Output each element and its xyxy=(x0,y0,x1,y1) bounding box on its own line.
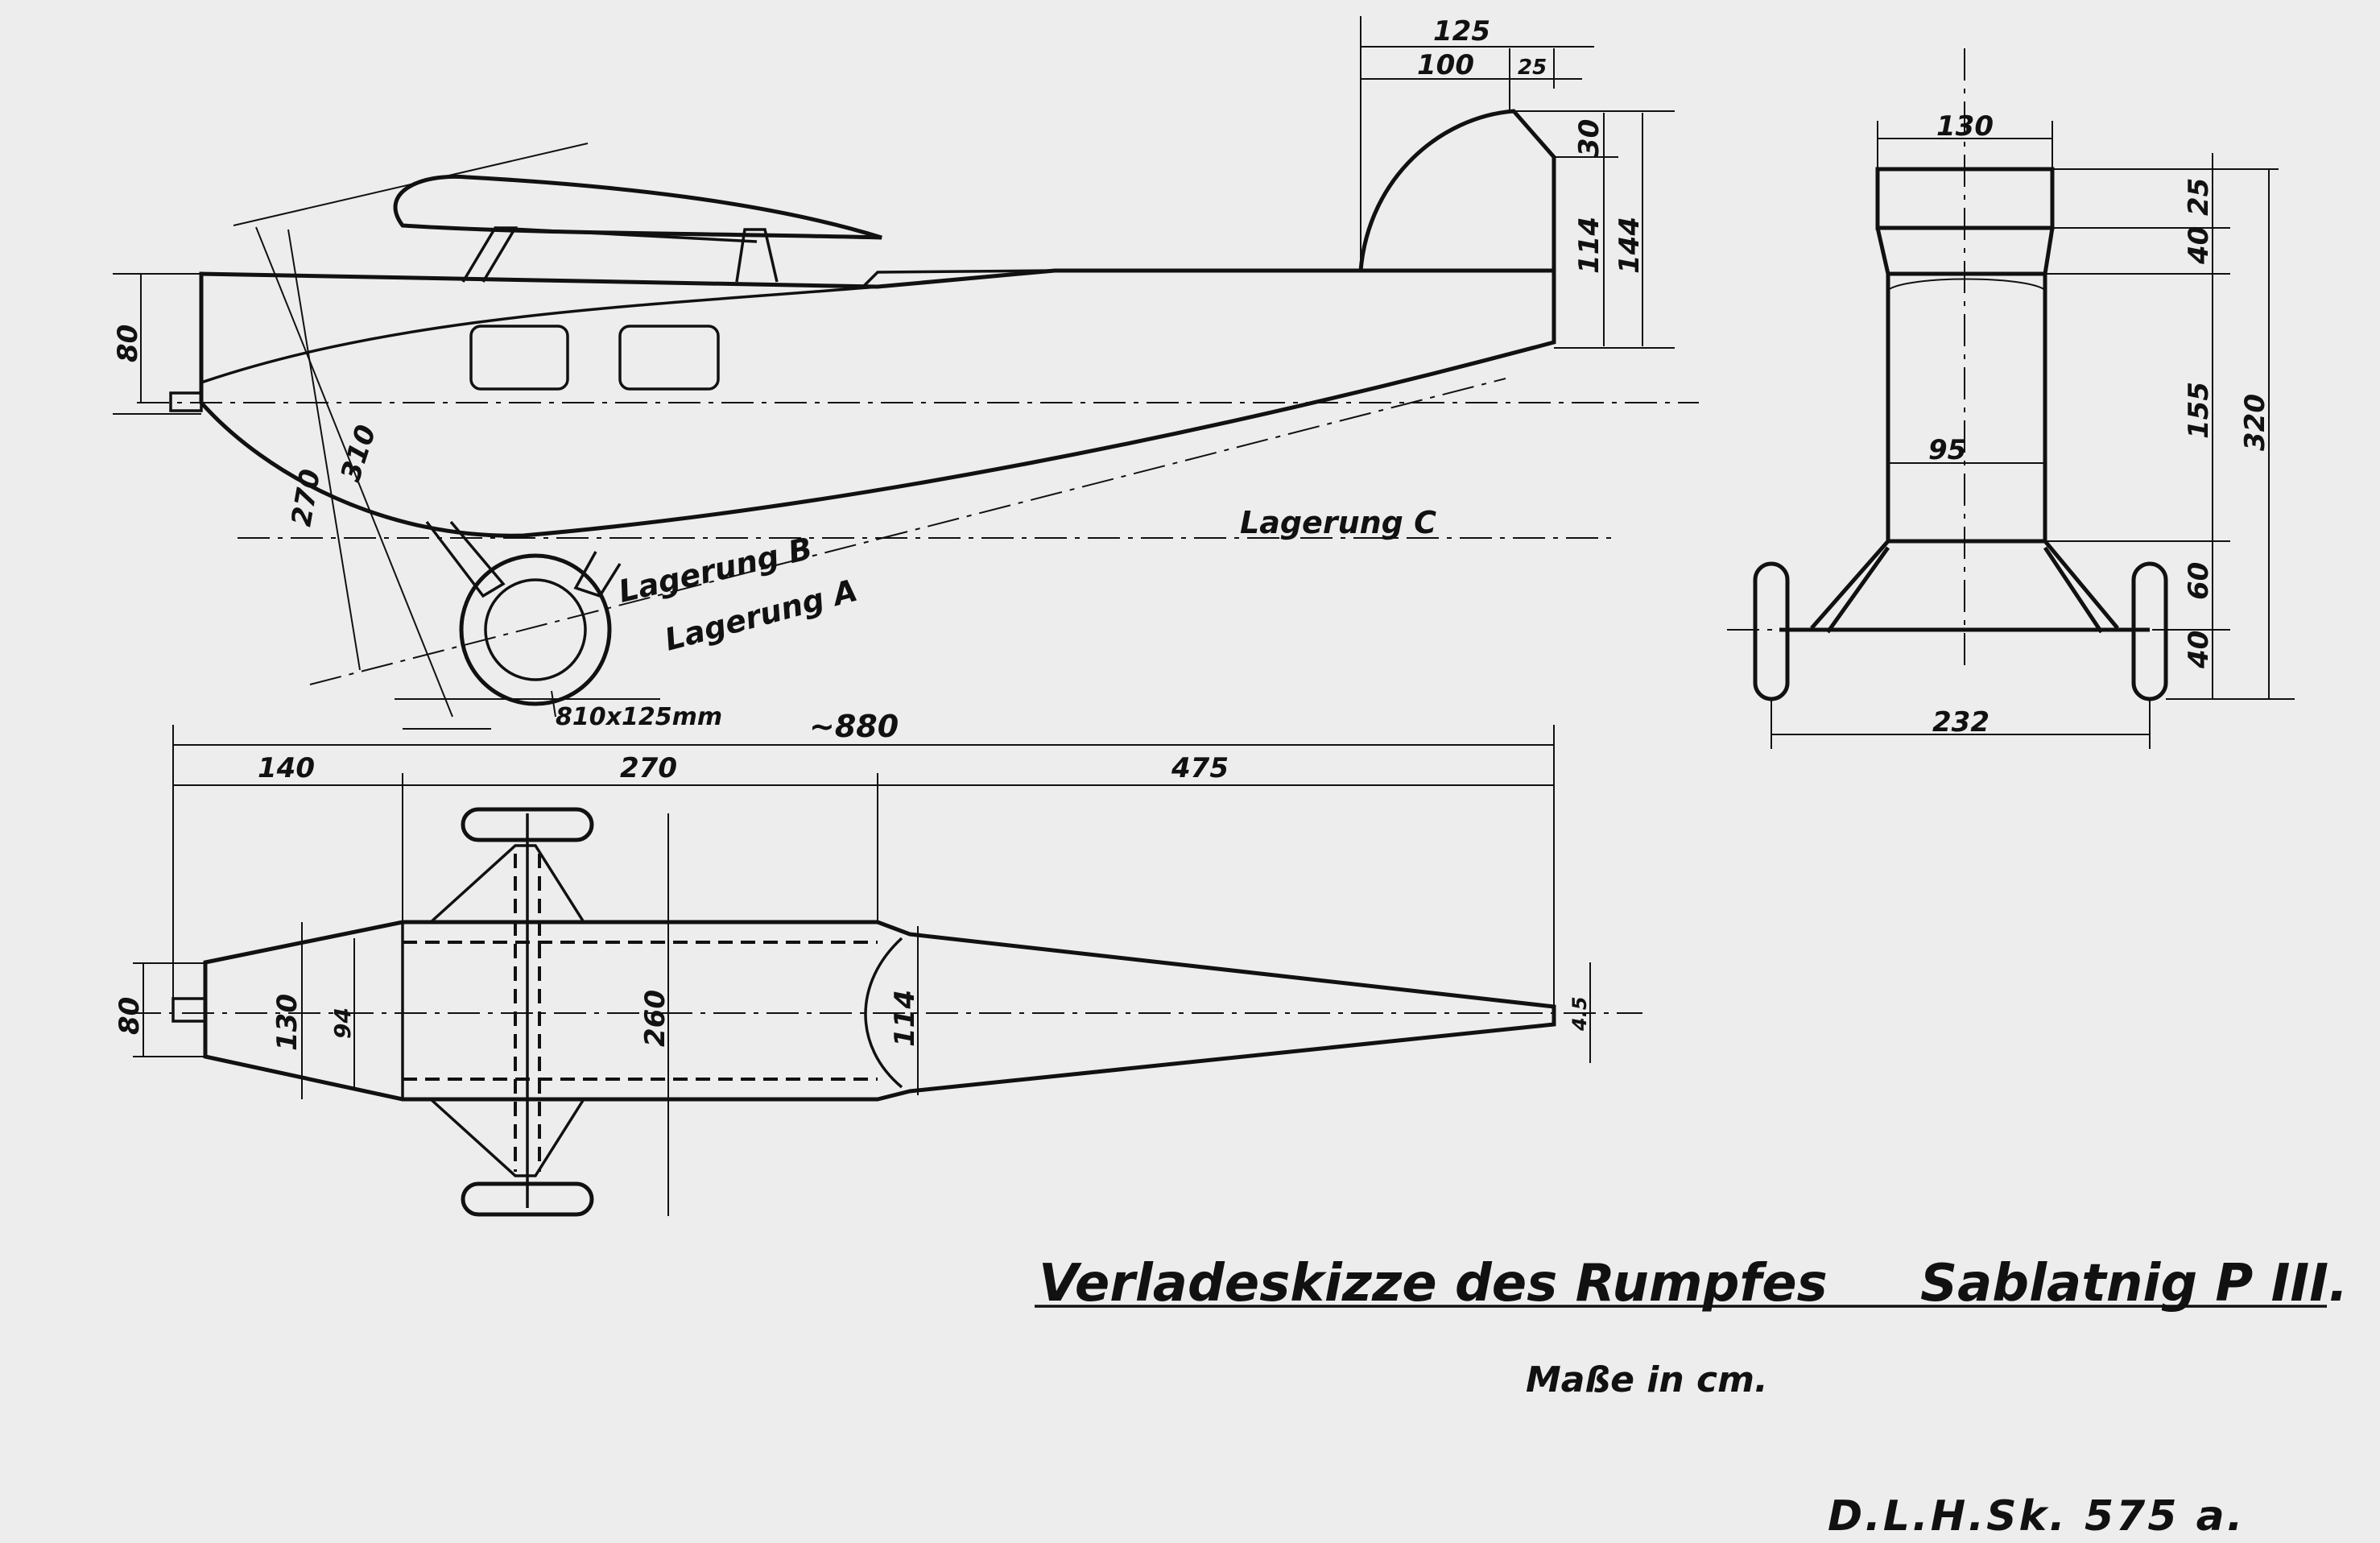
dim-310: 310 xyxy=(335,421,383,486)
line-lagerung-a xyxy=(309,378,1506,685)
dim-nose-height: 80 xyxy=(112,325,144,362)
drawing-number: D.L.H.Sk. 575 a. xyxy=(1828,1492,2245,1541)
dim-rear: 475 xyxy=(1171,752,1229,784)
units-note: Maße in cm. xyxy=(1526,1359,1768,1400)
dim-top-260: 260 xyxy=(639,990,671,1047)
aircraft-name: Sablatnig P III. xyxy=(1920,1254,2348,1313)
top-wheel-upper xyxy=(461,807,594,842)
dim-top-tail: 4.5 xyxy=(1568,996,1591,1032)
gear-struts xyxy=(425,520,622,598)
cabin-window-1 xyxy=(469,325,569,391)
dim-middle: 270 xyxy=(620,752,677,784)
dim-fin-125: 125 xyxy=(1433,15,1490,48)
cabane-strut-front xyxy=(461,226,519,283)
top-wheel-lower xyxy=(461,1181,594,1217)
dim-line-310 xyxy=(255,226,453,718)
dim-fin-30: 30 xyxy=(1573,119,1605,157)
dim-front-top-width: 130 xyxy=(1936,110,1994,143)
top-gear-struts xyxy=(429,844,585,1177)
dim-overall-length: ~880 xyxy=(809,709,899,744)
top-propeller-hub xyxy=(171,997,207,1023)
dim-tyre: 810x125mm xyxy=(556,703,722,731)
dim-front: 140 xyxy=(258,752,315,784)
dim-front-h25: 25 xyxy=(2183,178,2215,216)
wing-chord-line xyxy=(233,143,589,226)
wing-profile xyxy=(393,174,882,240)
dim-fin-144: 144 xyxy=(1614,217,1646,274)
front-view: 130 95 232 25 40 155 60 40 320 xyxy=(1727,48,2295,749)
side-view: 80 270 310 125 100 25 30 114 144 810x125… xyxy=(112,15,1699,731)
fin xyxy=(1358,109,1556,271)
cabin-window-2 xyxy=(618,325,720,391)
dim-front-h40b: 40 xyxy=(2183,631,2215,669)
dim-top-inner-width: 94 xyxy=(329,1007,356,1039)
front-body xyxy=(1886,271,2047,544)
cockpit-cutout xyxy=(860,269,1056,290)
cabane-strut-rear xyxy=(735,228,779,283)
fuselage-side-outline xyxy=(199,268,1556,538)
dim-front-total-height: 320 xyxy=(2239,394,2271,451)
dim-top-body-width: 130 xyxy=(271,994,304,1051)
front-wheel-left xyxy=(1753,561,1790,701)
dim-fin-114: 114 xyxy=(1573,217,1605,274)
dim-top-114: 114 xyxy=(889,990,921,1047)
dim-front-inner-width: 95 xyxy=(1928,434,1966,466)
front-gear-struts xyxy=(1810,540,2119,634)
title-block: Verladeskizze des Rumpfes Sablatnig P II… xyxy=(1035,1254,2348,1541)
dim-top-nose-width: 80 xyxy=(114,997,146,1035)
dim-front-h40a: 40 xyxy=(2183,226,2215,265)
label-lagerung-c: Lagerung C xyxy=(1240,505,1436,540)
upper-longeron xyxy=(200,285,878,384)
tyre-leader xyxy=(551,690,556,718)
dim-front-h60: 60 xyxy=(2183,562,2215,600)
dim-front-h155: 155 xyxy=(2183,382,2215,439)
dim-fin-25: 25 xyxy=(1518,56,1547,80)
dim-fin-100: 100 xyxy=(1417,49,1474,81)
dim-line-270 xyxy=(287,229,361,671)
top-view: ~880 140 270 475 80 130 94 260 114 4.5 xyxy=(114,709,1642,1217)
dim-front-track: 232 xyxy=(1932,706,1990,738)
wheel-hub xyxy=(484,578,587,681)
front-body-corners xyxy=(1887,278,2046,291)
main-wheel xyxy=(459,553,612,706)
drawing-title: Verladeskizze des Rumpfes xyxy=(1039,1254,1828,1313)
front-wheel-right xyxy=(2131,561,2168,701)
fuselage-top-outline xyxy=(203,920,1556,1102)
